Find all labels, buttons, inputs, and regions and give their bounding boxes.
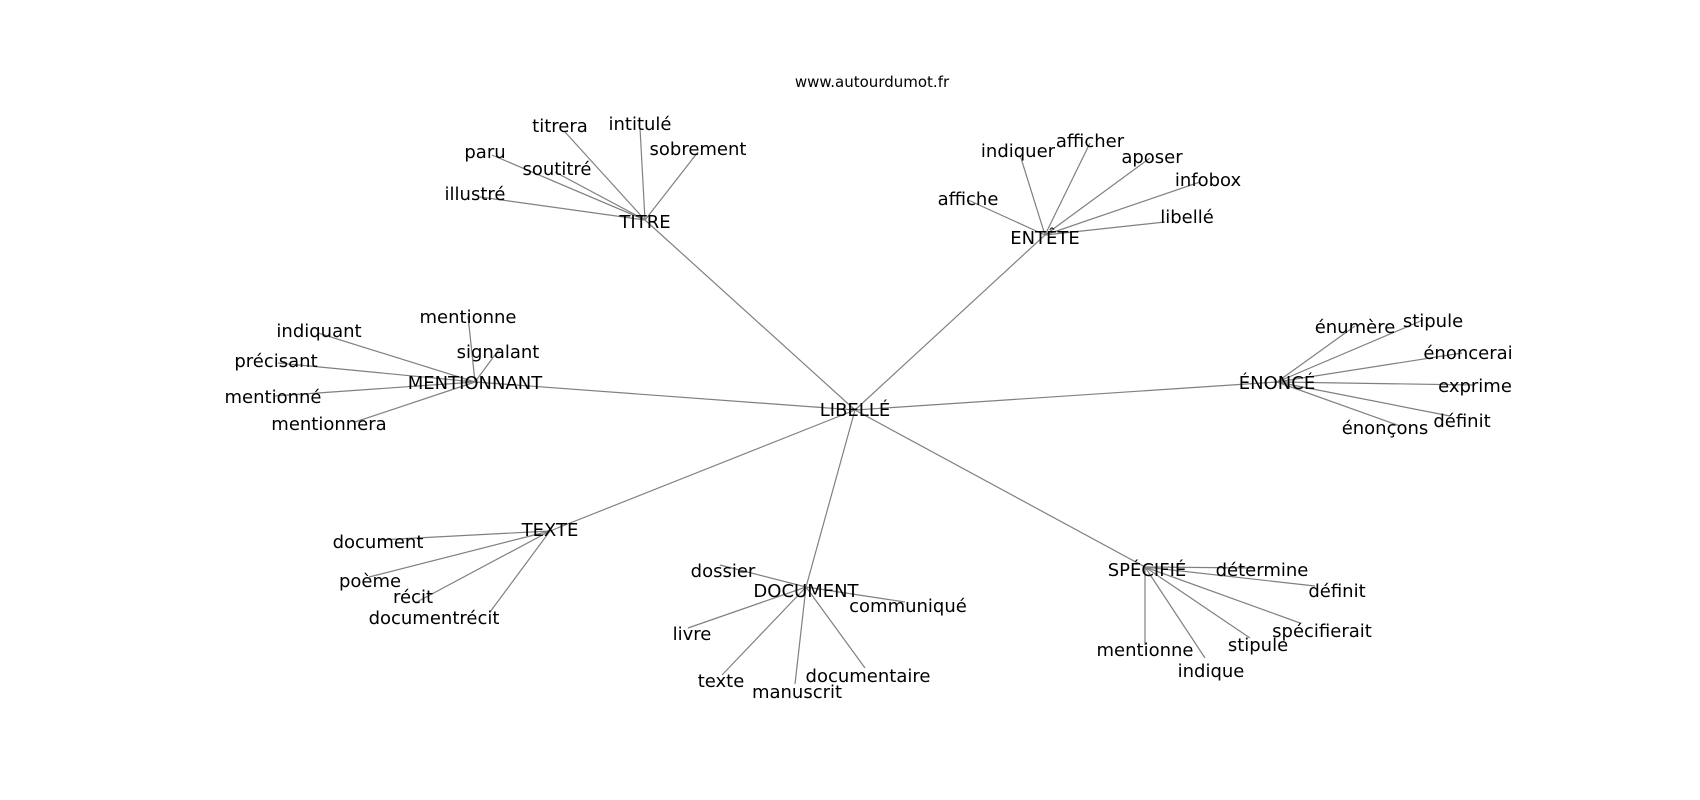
hub-leaf-edge	[474, 347, 501, 383]
center-hub-edge	[805, 409, 856, 588]
hub-leaf-edge	[1144, 566, 1316, 587]
hub-leaf-edge	[805, 586, 866, 669]
leaf-word: sobrement	[650, 139, 747, 160]
hub-leaf-edge	[1276, 319, 1424, 383]
leaf-word: énonçons	[1342, 418, 1429, 439]
hub-leaf-edge	[1276, 381, 1401, 427]
leaf-word: spécifierait	[1272, 621, 1372, 642]
leaf-word: mentionne	[1097, 640, 1194, 661]
center-hub-edge	[549, 409, 856, 532]
leaf-word: récit	[393, 587, 433, 608]
leaf-word: documentrécit	[369, 608, 500, 629]
hub-leaf-edge	[1144, 566, 1251, 639]
hub-leaf-edge	[967, 199, 1046, 236]
hub-leaf-edge	[1019, 154, 1046, 236]
leaf-word: texte	[698, 671, 745, 692]
leaf-word: documentaire	[806, 666, 931, 687]
leaf-word: mentionnera	[271, 414, 386, 435]
hub-leaf-edge	[1144, 566, 1256, 569]
leaf-word: document	[333, 532, 424, 553]
leaf-word: mentionne	[420, 307, 517, 328]
leaf-word: libellé	[1160, 207, 1214, 228]
hub-leaf-edge	[1276, 352, 1463, 383]
center-hub-edge	[644, 219, 856, 411]
hub-leaf-edge	[277, 362, 476, 383]
leaf-word: afficher	[1056, 131, 1125, 152]
hub-leaf-edge	[805, 586, 906, 603]
leaf-word: aposer	[1121, 147, 1183, 168]
leaf-word: affiche	[938, 189, 999, 210]
leaf-word: exprime	[1438, 376, 1512, 397]
source-url: www.autourdumot.fr	[795, 73, 950, 91]
hub-leaf-edge	[794, 586, 807, 685]
leaf-word: indiquer	[981, 141, 1056, 162]
hub-leaf-edge	[377, 530, 551, 541]
hub-leaf-edge	[687, 586, 807, 629]
hub-leaf-edge	[1044, 181, 1201, 236]
hub-leaf-edge	[1276, 325, 1356, 383]
leaf-word: illustré	[445, 184, 506, 205]
leaf-word: paru	[464, 142, 505, 163]
hub-node: TEXTE	[521, 520, 579, 541]
leaf-word: indique	[1178, 661, 1245, 682]
hub-leaf-edge	[639, 127, 646, 221]
hub-leaf-edge	[1144, 566, 1301, 624]
hub-leaf-edge	[1044, 142, 1091, 236]
leaf-word: mentionné	[225, 387, 322, 408]
center-hub-edge	[474, 381, 856, 411]
center-node: LIBELLÉ	[820, 399, 891, 421]
center-hub-edge	[854, 234, 1046, 411]
hub-leaf-edge	[719, 564, 807, 588]
hub-leaf-edge	[644, 151, 699, 221]
hub-leaf-edge	[414, 530, 551, 604]
hub-leaf-edge	[467, 315, 476, 383]
hub-node: DOCUMENT	[753, 581, 859, 602]
hub-leaf-edge	[368, 530, 551, 578]
graph-labels: www.autourdumot.fr titrera intitulé sobrem…	[225, 73, 1513, 703]
leaf-word: indiquant	[276, 321, 361, 342]
leaf-word: énumère	[1315, 317, 1396, 338]
hub-leaf-edge	[564, 131, 646, 221]
leaf-word: communiqué	[849, 596, 967, 617]
hub-leaf-edge	[1144, 566, 1206, 659]
leaf-word: énoncerai	[1423, 343, 1512, 364]
leaf-word: définit	[1433, 411, 1490, 432]
hub-node: ÉNONCÉ	[1239, 372, 1315, 394]
leaf-word: titrera	[532, 116, 588, 137]
hub-node: SPÉCIFIÉ	[1108, 559, 1187, 581]
leaf-word: soutitré	[523, 159, 592, 180]
graph-edges	[274, 127, 1474, 685]
leaf-word: détermine	[1216, 560, 1309, 581]
hub-leaf-edge	[554, 171, 646, 221]
hub-leaf-edge	[354, 381, 476, 423]
hub-leaf-edge	[491, 154, 646, 221]
center-hub-edge	[854, 409, 1146, 568]
hub-leaf-edge	[317, 332, 476, 383]
hub-leaf-edge	[274, 381, 476, 397]
leaf-word: intitulé	[608, 114, 671, 135]
leaf-word: précisant	[234, 351, 317, 372]
leaf-word: poème	[339, 571, 401, 592]
hub-leaf-edge	[489, 530, 551, 613]
leaf-word: infobox	[1175, 170, 1242, 191]
leaf-word: dossier	[691, 561, 756, 582]
leaf-word: stipule	[1228, 635, 1288, 656]
hub-node: TITRE	[618, 212, 670, 233]
leaf-word: signalant	[457, 342, 540, 363]
hub-leaf-edge	[479, 196, 646, 221]
hub-leaf-edge	[1044, 221, 1166, 236]
hub-leaf-edge	[721, 586, 807, 676]
leaf-word: livre	[673, 624, 712, 645]
hub-leaf-edge	[1276, 381, 1451, 417]
hub-node: MENTIONNANT	[408, 373, 544, 394]
leaf-word: manuscrit	[752, 682, 842, 703]
center-hub-edge	[854, 381, 1278, 411]
hub-node: ENTÊTE	[1010, 227, 1080, 249]
leaf-word: définit	[1308, 581, 1365, 602]
hub-leaf-edge	[1044, 157, 1151, 236]
hub-leaf-edge	[1276, 381, 1474, 386]
leaf-word: stipule	[1403, 311, 1463, 332]
